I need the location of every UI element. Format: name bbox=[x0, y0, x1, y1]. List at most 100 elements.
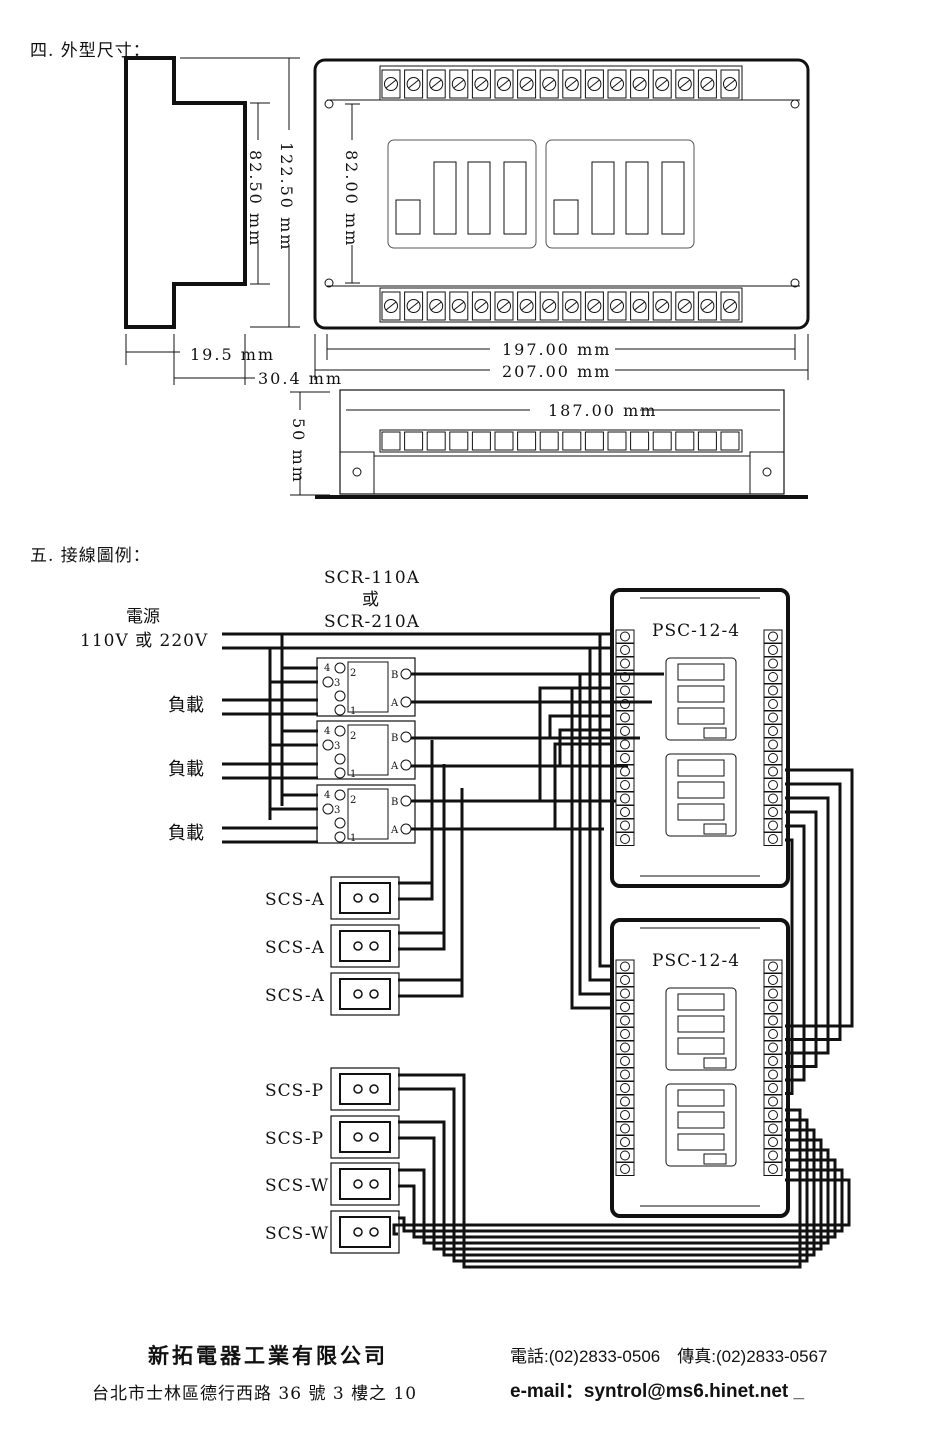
terminal-screw-slot bbox=[656, 301, 668, 311]
terminal-screw-slot bbox=[543, 79, 555, 89]
company-email: e-mail：syntrol@ms6.hinet.net _ bbox=[510, 1381, 805, 1402]
terminal-slot bbox=[517, 69, 537, 99]
scr-terminal-label: 1 bbox=[350, 769, 356, 780]
terminal-slot bbox=[381, 291, 401, 321]
terminal-screw bbox=[655, 77, 670, 91]
terminal-screw-slot bbox=[702, 79, 713, 89]
switch-contact bbox=[369, 941, 379, 951]
terminal-screw-slot bbox=[724, 301, 736, 311]
bottom-cell bbox=[562, 431, 582, 451]
terminal-screw bbox=[677, 299, 692, 313]
load-label: 負載 bbox=[168, 759, 204, 780]
scr-terminal-screw bbox=[322, 803, 334, 815]
terminal-screw-slot bbox=[430, 79, 442, 89]
scr-terminal-label: 2 bbox=[350, 731, 356, 742]
terminal-screw bbox=[519, 77, 534, 91]
section-title-wiring: 五. 接線圖例： bbox=[30, 546, 151, 566]
terminal-screw-slot bbox=[589, 301, 600, 311]
terminal-slot bbox=[426, 69, 446, 99]
scr-terminal-label: 4 bbox=[324, 790, 330, 801]
psc-terminal-screw bbox=[768, 1123, 778, 1134]
dim-bottom-height: 50 mm bbox=[289, 418, 308, 484]
psc-module-outline bbox=[610, 918, 790, 1218]
psc-terminal-screw bbox=[620, 1096, 630, 1107]
scr-terminal-screw bbox=[334, 690, 346, 702]
switch-label: SCS-A bbox=[265, 890, 325, 910]
scr-terminal-screw bbox=[334, 662, 346, 674]
terminal-screw bbox=[406, 299, 421, 313]
terminal-slot bbox=[720, 291, 740, 321]
terminal-slot bbox=[675, 291, 695, 321]
scr-output-wire bbox=[411, 728, 612, 768]
terminal-screw bbox=[610, 77, 624, 91]
switch-rocker bbox=[339, 978, 391, 1010]
psc-terminal bbox=[615, 832, 635, 846]
psc-terminal-screw bbox=[768, 1083, 778, 1093]
psc-terminal-screw bbox=[620, 807, 630, 817]
psc-terminal-screw bbox=[768, 1056, 778, 1066]
terminal-screw bbox=[474, 299, 489, 313]
psc-terminal-screw bbox=[620, 834, 630, 844]
bottom-cell bbox=[494, 431, 514, 451]
switch-rocker bbox=[339, 930, 391, 962]
wiring-diagram: SCR-110A 或 SCR-210A 電源 110V 或 220V 4321B… bbox=[80, 568, 854, 1269]
switch-label: SCS-A bbox=[265, 986, 325, 1006]
terminal-screw bbox=[497, 299, 511, 313]
psc-terminal-screw bbox=[620, 645, 630, 655]
terminal-slot bbox=[630, 291, 650, 321]
scr-terminal-screw bbox=[334, 704, 346, 716]
wiring-labels: 負載負載負載SCS-ASCS-ASCS-ASCS-PSCS-PSCS-WSCS-… bbox=[168, 695, 329, 1244]
psc-terminal bbox=[615, 1162, 635, 1176]
terminal-screw bbox=[587, 299, 602, 313]
scr-terminal-screw bbox=[400, 823, 412, 835]
terminal-screw-slot bbox=[408, 79, 419, 89]
scr-terminal-screw bbox=[400, 668, 412, 680]
terminal-screw-slot bbox=[724, 79, 736, 89]
psc-terminal-screw bbox=[620, 1056, 630, 1066]
switch-contact bbox=[369, 1132, 379, 1142]
power-label: 電源 bbox=[126, 607, 160, 627]
psc-terminal-screw bbox=[620, 1029, 630, 1039]
scs-pw-wire bbox=[398, 1136, 823, 1251]
psc-terminal-screw bbox=[768, 1015, 778, 1026]
terminal-screw bbox=[564, 77, 579, 91]
psc-left-wire bbox=[578, 674, 612, 996]
psc-terminal-screw bbox=[768, 1110, 778, 1120]
terminal-slot bbox=[539, 69, 559, 99]
psc-terminal-screw bbox=[768, 1002, 778, 1012]
psc-terminal-screw bbox=[620, 820, 630, 831]
dimension-drawing: 122.50 mm 82.50 mm 19.5 mm 30.4 mm 82.00… bbox=[124, 56, 810, 499]
switch-label: SCS-P bbox=[265, 1129, 324, 1149]
terminal-slot bbox=[494, 291, 514, 321]
psc-indicator bbox=[703, 823, 727, 835]
scr-terminal-screw bbox=[334, 753, 346, 765]
psc-terminal-screw bbox=[768, 780, 778, 790]
switch-label: SCS-W bbox=[265, 1224, 329, 1244]
switch-outer bbox=[330, 1115, 400, 1159]
terminal-screw-slot bbox=[453, 301, 465, 311]
terminal-slot bbox=[675, 69, 695, 99]
terminal-slot bbox=[404, 69, 424, 99]
psc-segment bbox=[677, 685, 725, 703]
psc-terminal-screw bbox=[768, 658, 778, 669]
psc-link-wire bbox=[785, 810, 818, 1068]
dim-side-height-inner: 82.50 mm bbox=[246, 150, 265, 247]
wires bbox=[222, 634, 854, 1269]
psc-terminal-screw bbox=[620, 1110, 630, 1120]
psc-indicator bbox=[703, 727, 727, 739]
psc-terminal-screw bbox=[768, 961, 778, 972]
psc-terminal-screw bbox=[768, 766, 778, 777]
terminal-slot bbox=[652, 69, 672, 99]
bottom-cell bbox=[607, 431, 627, 451]
psc-display-panel bbox=[665, 987, 737, 1071]
company-phone-fax: 電話:(02)2833-0506 傳真:(02)2833-0567 bbox=[510, 1347, 828, 1366]
terminal-slot bbox=[449, 291, 469, 321]
terminal-screw-slot bbox=[611, 301, 623, 311]
switches bbox=[330, 876, 400, 1254]
terminal-screw bbox=[542, 77, 557, 91]
bottom-cell bbox=[471, 431, 491, 451]
terminal-screw-slot bbox=[702, 301, 713, 311]
scr-terminal-label: A bbox=[390, 761, 399, 772]
scr-terminal-label: 4 bbox=[324, 726, 330, 737]
psc-terminal-screw bbox=[620, 766, 630, 777]
